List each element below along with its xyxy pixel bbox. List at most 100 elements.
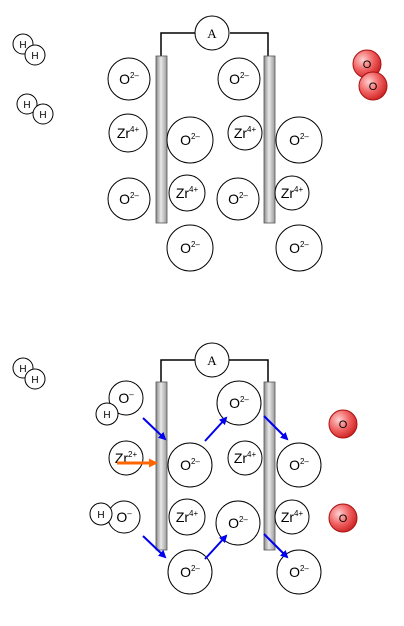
electron-arrow [204,416,228,442]
ion-label: O2– [289,132,309,148]
top-left-electrode [155,55,168,224]
ion-circle [227,115,263,151]
electron-arrow [204,534,228,560]
ion-charge: 4+ [294,509,303,518]
ion-charge: 2– [239,191,248,200]
ion-charge: 2– [191,132,200,141]
ion-label: Zr4+ [281,509,304,525]
o-ion: O2– [166,116,214,164]
ion-circle [167,549,213,595]
ion-label: O2– [229,71,249,87]
h-atom-label: H [19,364,26,375]
ion-charge: 2– [191,457,200,466]
ion-element: Zr [281,509,295,525]
top-ammeter: A [194,15,230,51]
ion-label: Zr4+ [281,185,304,201]
zr-ion: Zr2+ [108,440,144,476]
o-ion: O– [107,500,141,534]
ion-element: Zr [117,125,131,141]
ion-charge: 4+ [247,125,256,134]
ion-circle [108,113,148,153]
ion-circle [168,174,206,212]
h-atom-label: H [19,40,26,51]
bottom-oxygen-atom: O [328,409,358,439]
ion-label: O2– [180,564,200,580]
ion-charge: 2– [240,395,249,404]
ion-label: Zr4+ [176,509,199,525]
o-ion: O2– [275,224,323,272]
o-ion: O2– [107,57,151,101]
ion-charge: 2– [130,191,139,200]
ion-charge: 4+ [189,509,198,518]
ion-label: O2– [229,395,249,411]
electron-arrow [142,535,167,559]
ion-element: O [119,71,130,87]
ion-circle [216,177,260,221]
ion-charge: 2– [191,240,200,249]
ion-label: O2– [228,515,248,531]
electron-arrow [142,417,167,441]
ion-charge: 2– [300,457,309,466]
ion-label: Zr4+ [117,125,140,141]
ion-label: O2– [289,564,309,580]
h-atom-label: H [103,410,110,421]
o-ion: O2– [215,500,261,546]
ion-label: O2– [119,191,139,207]
ion-element: O [180,564,191,580]
o-ion: O2– [276,442,322,488]
ion-charge: 4+ [189,185,198,194]
o-ion: O2– [276,549,322,595]
ion-circle [107,177,151,221]
ion-element: O [229,395,240,411]
zr-ion: Zr4+ [227,440,263,476]
ion-element: Zr [234,450,248,466]
bottom-left-electrode [155,381,168,551]
ion-circle [275,224,323,272]
ion-charge: – [127,509,132,518]
o-atom-label: O [369,81,378,93]
ion-charge: 4+ [247,450,256,459]
ion-element: Zr [281,185,295,201]
ion-circle [215,500,261,546]
h-atom-label: H [23,100,30,111]
o-atom-label: O [339,513,348,525]
bottom-hydrogen-molecule: H H [12,357,46,390]
top-circuit-wire [160,32,269,56]
o-ion: O2– [107,177,151,221]
o-atom-label: O [339,419,348,431]
ion-element: O [118,390,129,406]
ion-charge: – [129,390,134,399]
zr-ion: Zr4+ [108,113,148,153]
ion-label: O– [116,509,132,525]
ion-element: O [119,191,130,207]
o-ion: O2– [166,224,214,272]
zr-ion: Zr4+ [227,115,263,151]
ion-label: O2– [180,457,200,473]
top-lattice: O2–O2–Zr4+O2–Zr4+O2–O2–Zr4+O2–Zr4+O2–O2– [107,57,323,272]
bottom-oxygen-atom: O [328,503,358,533]
top-panel: A H H H H O O O2–O2–Zr4+O2–Zr4+O2–O2–Zr4… [12,15,388,272]
ion-label: O2– [119,71,139,87]
h-atom-label: H [31,51,38,62]
ion-circle [274,499,310,535]
bottom-lattice: O–O2–Zr2+O2–Zr4+O2–O–Zr4+O2–Zr4+O2–O2– [107,380,322,595]
o-ion: O2– [275,116,323,164]
ion-circle [108,380,144,416]
ion-circle [217,57,261,101]
ion-circle [275,116,323,164]
top-hydrogen-molecule: H H [16,93,54,125]
ion-charge: 2– [300,240,309,249]
ion-charge: 2– [240,71,249,80]
top-oxygen-molecule: O O [352,49,388,101]
ion-element: O [289,132,300,148]
bottom-panel: A H H O O O–O2–Zr2+O2–Zr4+O2–O–Zr4+O2–Zr… [12,342,358,595]
ion-element: O [116,509,127,525]
ion-circle [166,116,214,164]
ion-charge: 4+ [294,185,303,194]
ion-element: O [180,457,191,473]
zr-ion: Zr4+ [274,499,310,535]
ion-element: O [228,515,239,531]
ion-circle [108,440,144,476]
o-ion: O2– [216,380,262,426]
